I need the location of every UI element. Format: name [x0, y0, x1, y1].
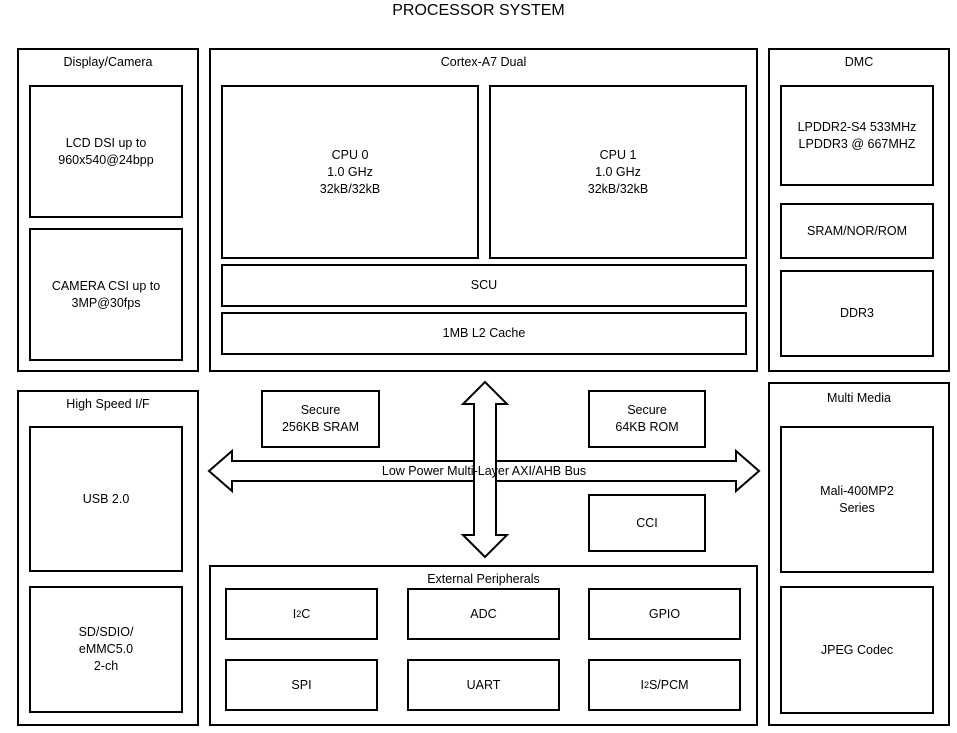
jpeg-codec-box [780, 586, 934, 714]
gpio-box [588, 588, 741, 640]
scu-label: SCU [470, 278, 498, 292]
uart-label: UART [466, 677, 501, 692]
i2s-pcm-box [588, 659, 741, 711]
cci-box [588, 494, 706, 552]
l2-cache-box [221, 312, 747, 355]
cpu0-box [221, 85, 479, 259]
cpu1-box [489, 85, 747, 259]
ddr3-label: DDR3 [839, 306, 875, 320]
i2s-label-end: S/PCM [648, 677, 689, 692]
i2c-label-base: I [292, 606, 297, 621]
multimedia-title: Multi Media [827, 391, 891, 405]
display-camera-title: Display/Camera [63, 55, 153, 69]
usb-label: USB 2.0 [82, 491, 130, 506]
secure-sram-label: Secure 256KB SRAM [281, 403, 360, 434]
usb-box [29, 426, 183, 572]
l2-cache-label: 1MB L2 Cache [442, 326, 526, 340]
lcd-dsi-box [29, 85, 183, 218]
dmc-title: DMC [844, 55, 874, 69]
sram-nor-rom-box [780, 203, 934, 259]
secure-sram-box [261, 390, 380, 448]
secure-rom-label: Secure 64KB ROM [615, 403, 679, 434]
spi-box [225, 659, 378, 711]
bus-label: Low Power Multi-Layer AXI/AHB Bus [381, 463, 587, 478]
jpeg-codec-label: JPEG Codec [820, 642, 894, 657]
adc-box [407, 588, 560, 640]
external-peripherals-title: External Peripherals [427, 572, 540, 586]
cortex-a7-title: Cortex-A7 Dual [440, 55, 527, 69]
lpddr-box [780, 85, 934, 186]
high-speed-if-title: High Speed I/F [66, 397, 150, 411]
spi-label: SPI [291, 677, 312, 692]
cpu0-label: CPU 0 1.0 GHz 32kB/32kB [319, 147, 381, 196]
lcd-dsi-label: LCD DSI up to 960x540@24bpp [58, 135, 154, 167]
lpddr-label: LPDDR2-S4 533MHz LPDDR3 @ 667MHZ [797, 119, 917, 151]
ddr3-box [780, 270, 934, 357]
sd-sdio-label: SD/SDIO/ eMMC5.0 2-ch [78, 625, 134, 673]
gpio-label: GPIO [648, 606, 681, 621]
sd-sdio-box [29, 586, 183, 713]
mali-gpu-label: Mali-400MP2 Series [820, 483, 894, 515]
scu-box [221, 264, 747, 307]
cpu1-label: CPU 1 1.0 GHz 32kB/32kB [587, 147, 649, 196]
camera-csi-box [29, 228, 183, 361]
mali-gpu-box [780, 426, 934, 573]
i2s-label-base: I [640, 677, 644, 692]
i2c-label-end: C [301, 606, 311, 621]
uart-box [407, 659, 560, 711]
i2c-box [225, 588, 378, 640]
vertical-bus-arrow [460, 380, 510, 559]
secure-rom-box [588, 390, 706, 448]
adc-label: ADC [470, 606, 497, 621]
sram-nor-rom-label: SRAM/NOR/ROM [807, 223, 907, 238]
diagram-title: PROCESSOR SYSTEM [392, 2, 565, 19]
cci-label: CCI [636, 515, 658, 530]
i2c-label-sup: 2 [296, 608, 302, 619]
camera-csi-label: CAMERA CSI up to 3MP@30fps [51, 278, 161, 310]
i2s-label-sup: 2 [643, 679, 649, 690]
